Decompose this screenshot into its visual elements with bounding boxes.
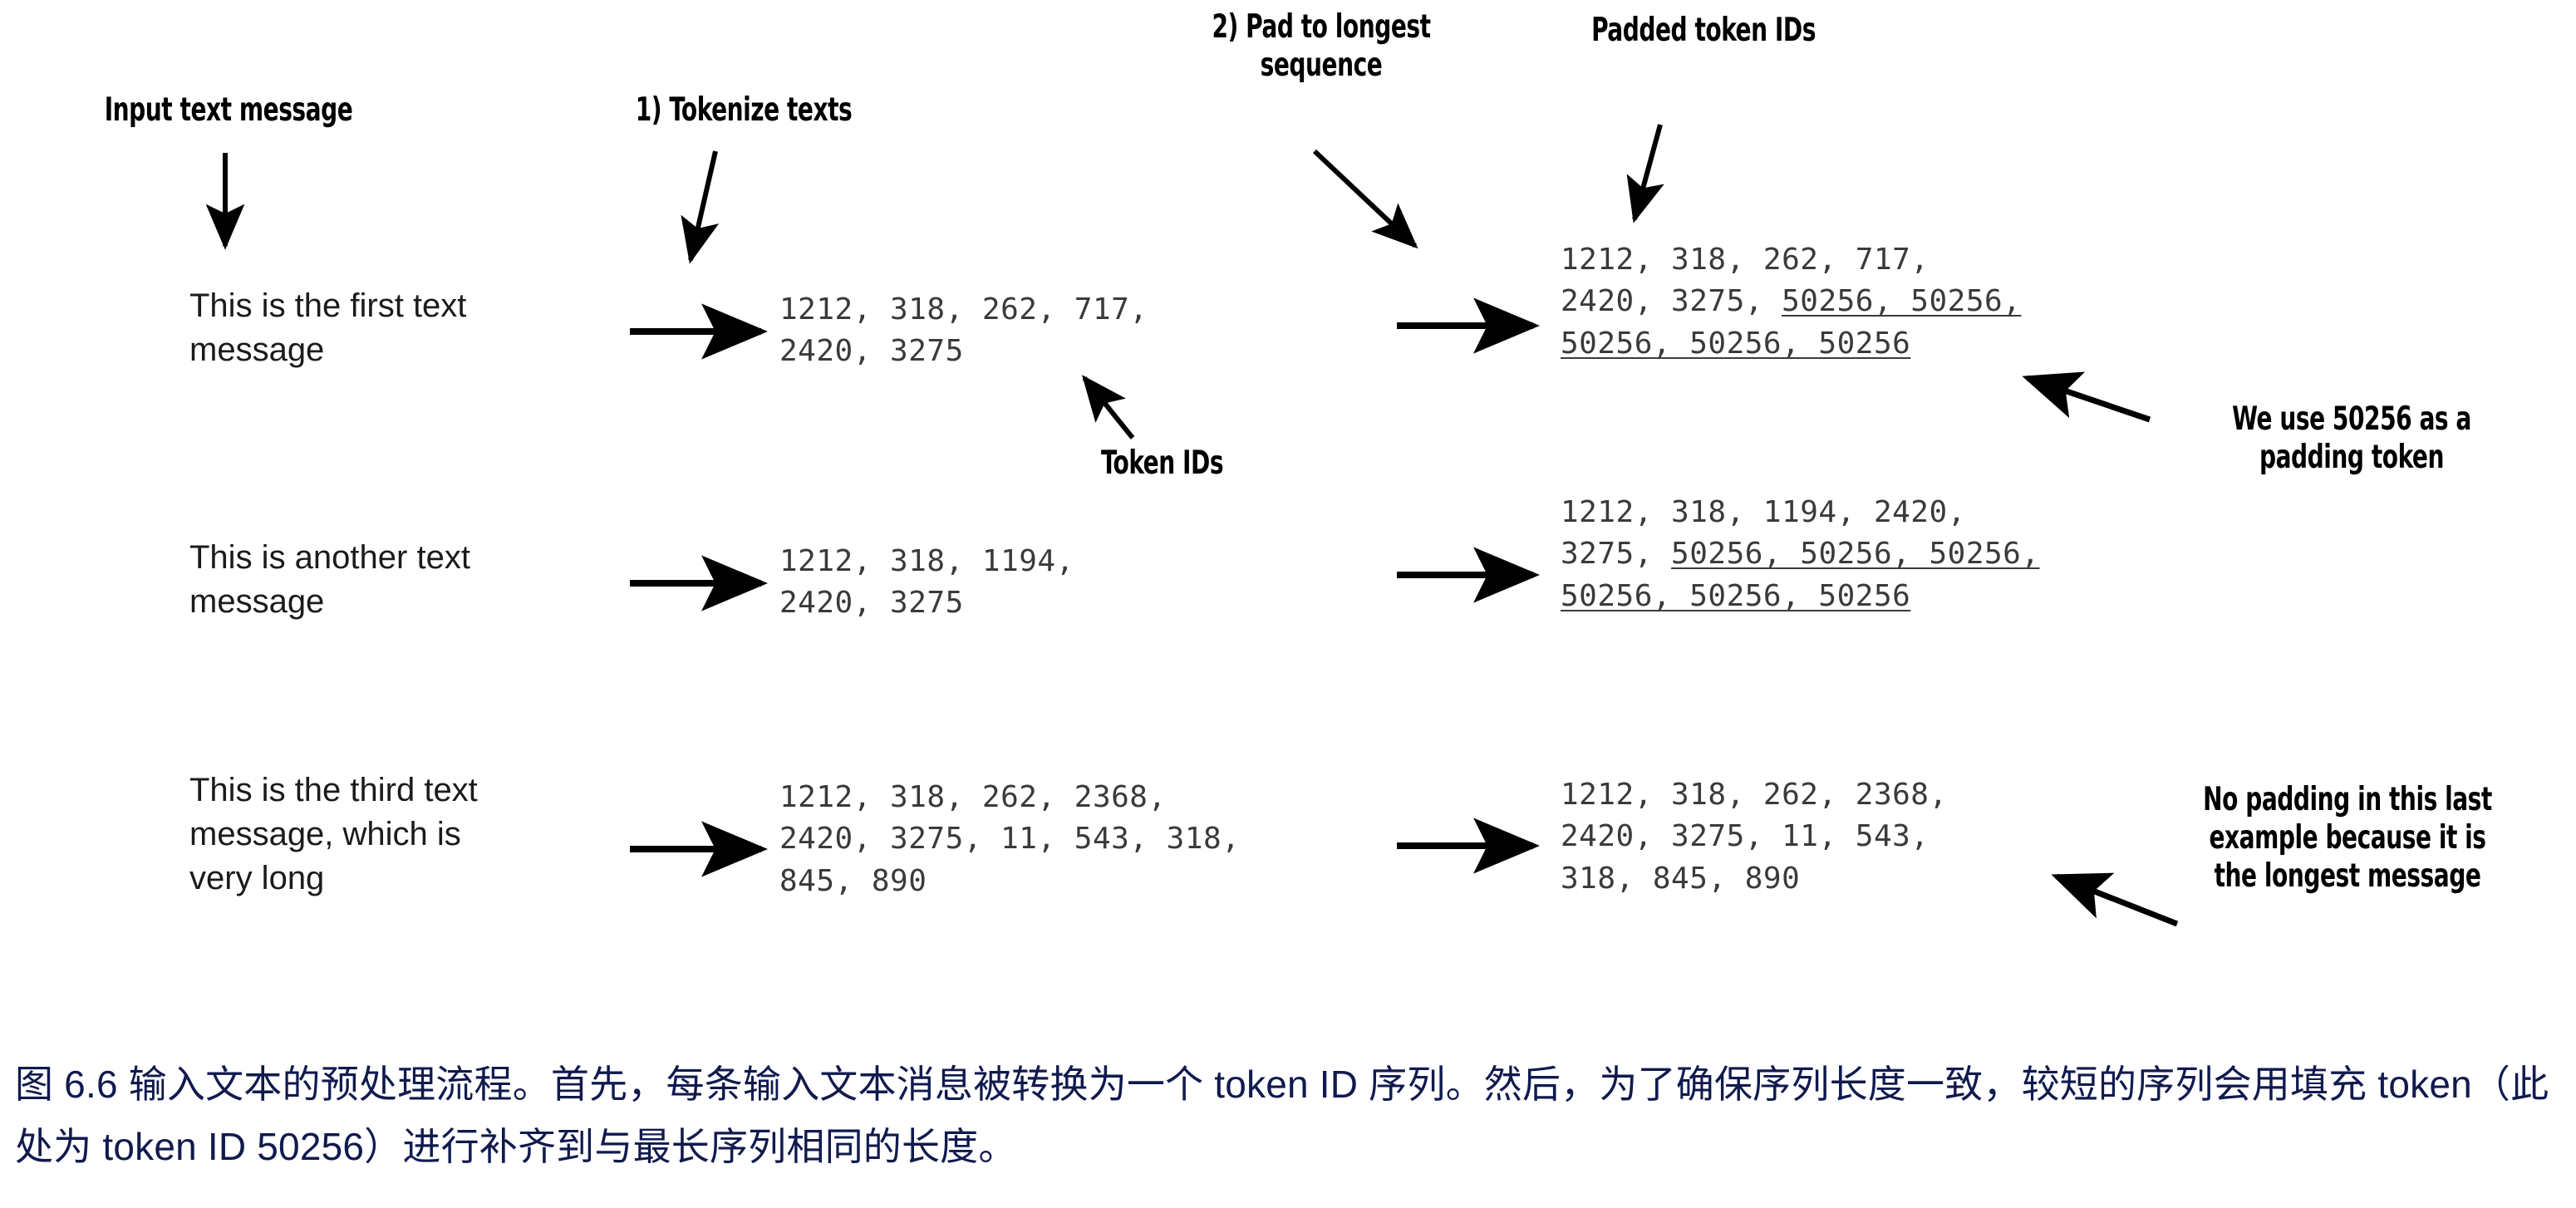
arrow-callout-token-ids bbox=[1081, 375, 1135, 439]
token-ids-line: 2420, 3275 bbox=[779, 334, 964, 369]
padded-segment: 318, 845, 890 bbox=[1561, 861, 1801, 896]
callout-token-ids: Token IDs bbox=[1101, 444, 1224, 482]
padding-token-segment: 50256, 50256, 50256 bbox=[1561, 326, 1911, 361]
token-ids-1: 1212, 318, 262, 717, 2420, 3275 bbox=[779, 289, 1311, 373]
header-pad-to-longest-sequence: 2) Pad to longest sequence bbox=[1212, 8, 1431, 85]
token-ids-line: 1212, 318, 1194, bbox=[779, 544, 1074, 578]
token-ids-3: 1212, 318, 262, 2368, 2420, 3275, 11, 54… bbox=[779, 777, 1361, 902]
padded-segment: 2420, 3275, bbox=[1561, 284, 1782, 319]
padded-segment: 2420, 3275, 11, 543, bbox=[1561, 819, 1930, 854]
padded-segment: 1212, 318, 262, 717, bbox=[1561, 243, 1930, 277]
arrow-callout-padding-token bbox=[2022, 371, 2151, 423]
token-ids-2: 1212, 318, 1194, 2420, 3275 bbox=[779, 541, 1311, 625]
padding-token-segment: 50256, 50256, 50256 bbox=[1561, 578, 1911, 613]
padded-token-ids-3: 1212, 318, 262, 2368, 2420, 3275, 11, 54… bbox=[1561, 774, 2192, 900]
input-message-3: This is the third text message, which is… bbox=[189, 772, 478, 896]
arrow-padded-token-ids bbox=[1626, 124, 1664, 223]
callout-padding-token-note: We use 50256 as a padding token bbox=[2232, 400, 2471, 477]
arrow-pad-to-longest-sequence bbox=[1312, 149, 1418, 249]
padded-segment: 3275, bbox=[1561, 537, 1672, 572]
input-message-2: This is another text message bbox=[189, 539, 470, 620]
token-ids-line: 845, 890 bbox=[779, 863, 927, 898]
padded-segment: 1212, 318, 1194, 2420, bbox=[1561, 495, 1966, 529]
header-input-text-message: Input text message bbox=[104, 91, 353, 129]
callout-no-padding-note: No padding in this last example because … bbox=[2203, 781, 2492, 896]
padded-token-ids-1: 1212, 318, 262, 717, 2420, 3275, 50256, … bbox=[1561, 239, 2242, 365]
padded-segment: 1212, 318, 262, 2368, bbox=[1561, 778, 1948, 812]
token-ids-line: 1212, 318, 262, 717, bbox=[779, 292, 1148, 327]
header-tokenize-texts: 1) Tokenize texts bbox=[635, 91, 853, 129]
token-ids-line: 1212, 318, 262, 2368, bbox=[779, 780, 1167, 814]
padding-token-segment: 50256, 50256, 50256, bbox=[1671, 537, 2040, 572]
figure-caption: 图 6.6 输入文本的预处理流程。首先，每条输入文本消息被转换为一个 token… bbox=[15, 1063, 2549, 1168]
padded-token-ids-2: 1212, 318, 1194, 2420, 3275, 50256, 5025… bbox=[1561, 492, 2292, 617]
padding-token-segment: 50256, 50256, bbox=[1782, 284, 2022, 319]
token-ids-line: 2420, 3275 bbox=[779, 586, 964, 621]
input-message-1: This is the first text message bbox=[189, 287, 467, 368]
token-ids-line: 2420, 3275, 11, 543, 318, bbox=[779, 822, 1241, 857]
header-padded-token-ids: Padded token IDs bbox=[1591, 12, 1816, 49]
arrow-tokenize-texts bbox=[681, 150, 720, 264]
